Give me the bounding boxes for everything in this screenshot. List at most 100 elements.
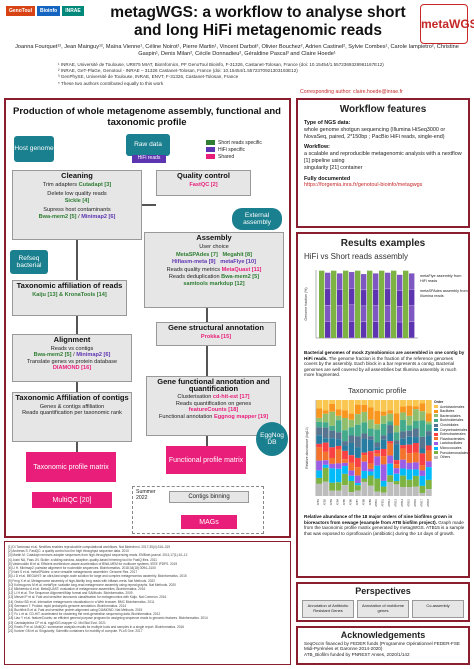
chart2-x-tick-label: ATB11 [381, 498, 385, 506]
legend-swatch [434, 414, 438, 418]
affiliation-3: ³ GenPhySE, Université de Toulouse, INRA… [58, 74, 239, 80]
results-panel: Results examples HiFi vs Short reads ass… [296, 232, 470, 578]
chart2-bar-segment [316, 460, 323, 471]
chart2-bar-segment [367, 407, 374, 420]
chart2-bar-segment [361, 422, 368, 434]
chart2-bar-segment [354, 447, 361, 458]
chart2-bar-segment [387, 463, 394, 476]
reference-item: [13] Menzel P et al. Fast and sensitive … [8, 595, 167, 600]
legend-swatch [434, 437, 438, 441]
chart1-bar-short-segment [337, 289, 343, 306]
chart2-bar-segment [335, 449, 342, 464]
chart2-bar-segment [329, 438, 336, 448]
chart1-bar-short-segment [349, 288, 355, 305]
chart2-bar-segment [419, 420, 426, 437]
chart2-bar-segment [367, 485, 374, 496]
chart2-x-tick-label: ATB6 [348, 498, 352, 505]
chart2-bar-segment [335, 490, 342, 496]
chart1-bar-short-segment [361, 290, 367, 306]
chart2-x-tick-label: ATB13 [394, 498, 398, 506]
chart2-legend-item: Bacteroidales [434, 414, 472, 419]
chart2-bar-segment [361, 470, 368, 479]
chart2-legend-item: Micrococcales [434, 446, 472, 451]
qc-title: Quality control [177, 171, 230, 180]
chart2-bar-segment [400, 459, 406, 469]
workflow-line-2: singularity [21] container [304, 164, 363, 171]
acknowledgements-panel: Acknowledgements SeqOccIn financed by FE… [296, 626, 470, 665]
corresponding-author[interactable]: Corresponding author: claire.hoede@inrae… [300, 89, 403, 95]
chart2-bar-segment [406, 400, 413, 406]
chart2-bar-segment [329, 400, 336, 404]
chart2-bar-segment [316, 417, 323, 422]
bioinfo-logo: Bioinfo [36, 6, 61, 16]
chart2-bar-segment [322, 413, 329, 423]
cleaning-title: Cleaning [61, 171, 93, 180]
chart2-bar-segment [322, 422, 329, 428]
chart2-bar-segment [354, 490, 361, 496]
chart2-bar-segment [329, 468, 336, 483]
chart2-bar-segment [425, 445, 432, 451]
chart2-bar-segment [380, 435, 387, 440]
taxonomic-profile-matrix: Taxonomic profile matrix [26, 452, 116, 482]
chart2-x-tick-label: ATB15 [406, 498, 410, 506]
affiliation-2: ² INRAE, GeT-PlaGe, Genotoul - INRAE – 3… [58, 68, 298, 74]
future-work-region: Summer 2022 Contigs binning MAGs [132, 486, 264, 534]
features-title: Workflow features [339, 104, 427, 115]
chart2-bar-segment [425, 489, 432, 496]
chart2-bar-segment [393, 440, 400, 445]
chart1-bar-short-segment [385, 272, 391, 289]
chart2-bar-segment [374, 442, 381, 448]
chart2-bar-segment [387, 413, 394, 422]
chart2-bar-segment [348, 470, 355, 476]
chart2-bar-segment [354, 467, 361, 476]
kaiju-tool: Kaiju [13] & KronaTools [14] [32, 291, 107, 298]
chart1-bar-short-segment [397, 290, 403, 307]
chart2-bar-segment [380, 423, 387, 436]
chart2-bar-segment [380, 486, 387, 493]
chart2-bar-segment [354, 424, 361, 437]
taxo-reads-box: Taxonomic affiliation of reads Kaiju [13… [12, 280, 127, 316]
chart2-bar-segment [361, 438, 368, 453]
chart2-bar-segment [400, 431, 406, 439]
flow-arrow [76, 382, 78, 392]
chart2-bar-segment [425, 413, 432, 422]
chart2-bar-segment [387, 433, 394, 442]
chart2-bar-segment [419, 400, 426, 404]
chart2-bar-segment [387, 421, 394, 426]
chart1-bar-short-segment [373, 305, 379, 322]
chart2-bar-segment [406, 479, 413, 488]
chart2-bar-segment [412, 420, 419, 429]
equal-contribution-note: * These two authors contributed equally … [58, 80, 164, 86]
alignment-title: Alignment [53, 335, 91, 344]
chart2-bar-segment [400, 468, 406, 476]
chart2-bar-segment [335, 463, 342, 469]
chart2-bar-segment [374, 410, 381, 425]
chart2-bar-segment [348, 462, 355, 471]
chart2-bar-segment [329, 425, 336, 431]
chart2-bar-segment [419, 403, 426, 412]
chart2-bar-segment [393, 468, 400, 474]
chart2-bar-segment [400, 412, 406, 421]
chart1-bar-short-segment [349, 305, 355, 322]
multiqc-output: MultiQC [20] [32, 492, 112, 508]
perspective-arg: Annotation of Antibiotic Resistant Genes [302, 600, 354, 618]
chart2-bar-segment [335, 400, 342, 410]
chart2-bar-segment [322, 451, 329, 461]
chart1-bar-hifi [319, 270, 325, 338]
chart2-bar-segment [367, 400, 374, 408]
chart2-bar-segment [342, 441, 348, 446]
chart2-bar-segment [329, 403, 336, 412]
chart2-bar-segment [400, 438, 406, 446]
chart1-bar-short-segment [409, 321, 415, 338]
reference-item: [6] Li H. Minimap2: pairwise alignment f… [8, 566, 156, 571]
chart2-bar-segment [412, 400, 419, 407]
chart2-bar-segment [322, 481, 329, 496]
chart2-bar-segment [406, 487, 413, 496]
chart1-bar-hifi [403, 270, 409, 338]
chart2-bar-segment [425, 424, 432, 432]
chart2-bar-segment [367, 436, 374, 440]
doc-url-link[interactable]: https://forgemia.inra.fr/genotoul-bioinf… [304, 182, 423, 189]
chart2-bar-segment [361, 481, 368, 496]
chart1-bar-short-segment [325, 272, 331, 289]
chart2-bar-segment [425, 431, 432, 436]
